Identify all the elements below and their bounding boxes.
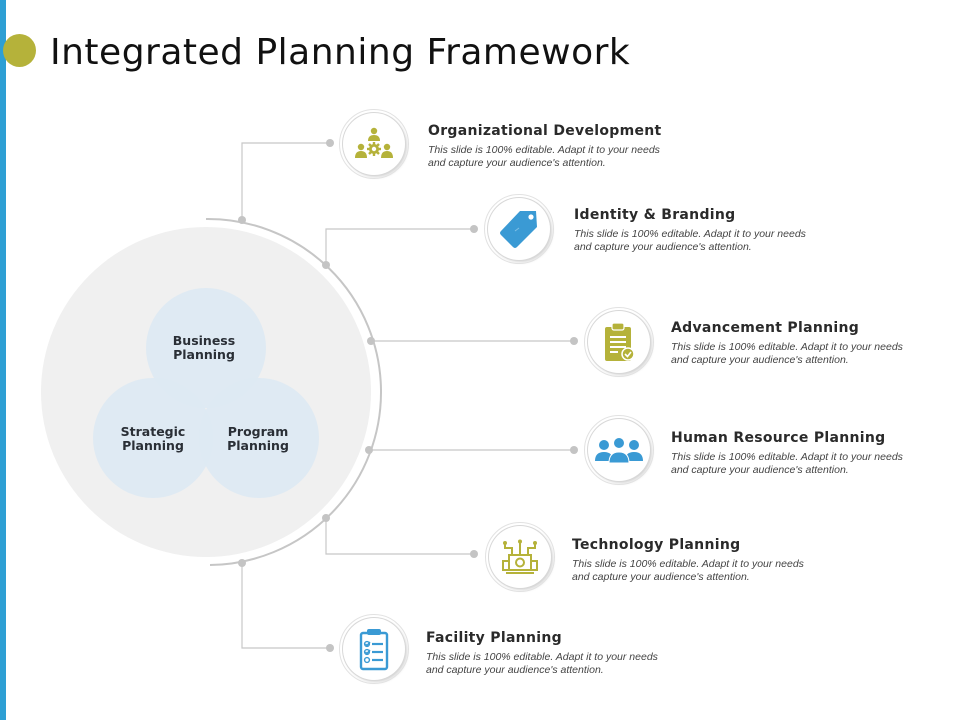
venn-label-line: Planning: [122, 438, 184, 453]
item-advancement-planning: Advancement Planning This slide is 100% …: [671, 320, 931, 367]
desc-line: and capture your audience's attention.: [572, 571, 750, 583]
desc-line: This slide is 100% editable. Adapt it to…: [574, 228, 806, 240]
item-title: Organizational Development: [428, 123, 662, 139]
desc-line: and capture your audience's attention.: [574, 241, 752, 253]
venn-diagram: [93, 288, 319, 498]
venn-label-line: Planning: [173, 347, 235, 362]
item-title: Facility Planning: [426, 630, 562, 646]
desc-line: This slide is 100% editable. Adapt it to…: [671, 451, 903, 463]
connector-dots: [238, 139, 578, 652]
connector-arc: [205, 217, 382, 566]
venn-label-line: Planning: [227, 438, 289, 453]
venn-circle-strategic: [93, 378, 213, 498]
item-technology-planning: Technology Planning This slide is 100% e…: [572, 537, 832, 584]
org-development-icon-badge: [339, 109, 409, 179]
desc-line: This slide is 100% editable. Adapt it to…: [426, 651, 658, 663]
item-title: Advancement Planning: [671, 320, 860, 336]
desc-line: and capture your audience's attention.: [671, 354, 849, 366]
venn-label-strategic: Strategic Planning: [98, 425, 208, 453]
title-bullet-dot: [3, 34, 36, 67]
connector-lines: [241, 142, 574, 649]
item-description: This slide is 100% editable. Adapt it to…: [428, 144, 678, 170]
left-accent-bar: [0, 0, 6, 720]
item-org-development: Organizational Development This slide is…: [428, 123, 688, 170]
item-identity-branding: Identity & Branding This slide is 100% e…: [574, 207, 834, 254]
desc-line: This slide is 100% editable. Adapt it to…: [671, 341, 903, 353]
desc-line: and capture your audience's attention.: [428, 157, 606, 169]
venn-label-line: Business: [172, 333, 236, 348]
human-resource-icon-badge: [584, 415, 654, 485]
item-facility-planning: Facility Planning This slide is 100% edi…: [426, 630, 686, 677]
item-description: This slide is 100% editable. Adapt it to…: [574, 228, 824, 254]
facility-planning-icon-badge: [339, 614, 409, 684]
circuit-board-icon: [502, 539, 538, 574]
desc-line: This slide is 100% editable. Adapt it to…: [428, 144, 660, 156]
item-title: Technology Planning: [572, 537, 741, 553]
desc-line: and capture your audience's attention.: [671, 464, 849, 476]
clipboard-check-icon: [605, 322, 635, 361]
venn-label-program: Program Planning: [203, 425, 313, 453]
venn-label-line: Program: [227, 424, 289, 439]
item-description: This slide is 100% editable. Adapt it to…: [572, 558, 822, 584]
item-title: Human Resource Planning: [671, 430, 886, 446]
checklist-icon: [359, 629, 389, 671]
venn-circle-program: [199, 378, 319, 498]
venn-label-line: Strategic: [120, 424, 186, 439]
people-group-icon: [595, 437, 643, 464]
advancement-planning-icon-badge: [584, 307, 654, 377]
item-description: This slide is 100% editable. Adapt it to…: [426, 651, 676, 677]
item-description: This slide is 100% editable. Adapt it to…: [671, 451, 921, 477]
tag-icon: [500, 211, 537, 248]
technology-planning-icon-badge: [485, 522, 555, 592]
item-description: This slide is 100% editable. Adapt it to…: [671, 341, 921, 367]
team-gear-icon: [355, 127, 393, 158]
desc-line: and capture your audience's attention.: [426, 664, 604, 676]
desc-line: This slide is 100% editable. Adapt it to…: [572, 558, 804, 570]
identity-branding-icon-badge: [484, 194, 554, 264]
item-human-resource-planning: Human Resource Planning This slide is 10…: [671, 430, 931, 477]
slide-title: Integrated Planning Framework: [50, 32, 631, 73]
item-title: Identity & Branding: [574, 207, 736, 223]
venn-label-business: Business Planning: [149, 334, 259, 362]
venn-circle-business: [146, 288, 266, 408]
